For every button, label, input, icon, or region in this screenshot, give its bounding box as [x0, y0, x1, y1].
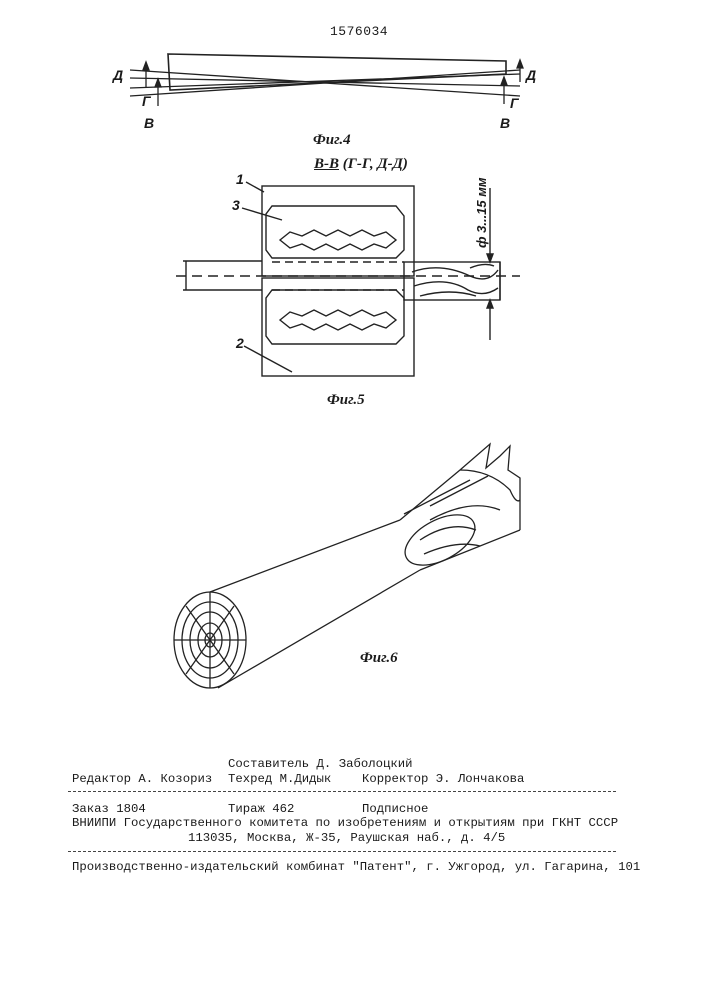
fig5-section-sub: (Г-Г, Д-Д): [343, 156, 408, 172]
fig5-caption: Фиг.5: [327, 392, 365, 409]
fig4-label-d-left: Д: [112, 67, 123, 83]
figure-6-drawing: [174, 444, 520, 688]
fig4-label-v-left: В: [144, 115, 154, 131]
fig4-label-g-left: Г: [142, 93, 152, 109]
imprint-organization: ВНИИПИ Государственного комитета по изоб…: [72, 816, 618, 831]
fig5-label-3: 3: [232, 197, 240, 213]
fig6-caption: Фиг.6: [360, 650, 398, 667]
fig4-label-g-right: Г: [510, 95, 520, 111]
fig5-section-main: В-В: [314, 156, 339, 172]
figure-5-drawing: [176, 182, 520, 376]
fig5-label-2: 2: [235, 335, 244, 351]
imprint-order: Заказ 1804: [72, 802, 146, 817]
fig4-label-d-right: Д: [525, 67, 536, 83]
fig5-diameter-label: ф 3...15 мм: [474, 177, 489, 248]
imprint-publisher: Производственно-издательский комбинат "П…: [72, 860, 640, 875]
imprint-techred: Техред М.Дидык: [228, 772, 331, 787]
fig4-caption: Фиг.4: [313, 132, 351, 149]
imprint-subscription: Подписное: [362, 802, 428, 817]
imprint-compiler: Составитель Д. Заболоцкий: [228, 757, 412, 772]
imprint-circulation: Тираж 462: [228, 802, 294, 817]
fig4-label-v-right: В: [500, 115, 510, 131]
divider-bottom: [68, 851, 616, 852]
imprint-address: 113035, Москва, Ж-35, Раушская наб., д. …: [188, 831, 505, 846]
imprint-editor: Редактор А. Козориз: [72, 772, 212, 787]
fig5-label-1: 1: [236, 171, 244, 187]
imprint-corrector: Корректор Э. Лончакова: [362, 772, 524, 787]
divider-top: [68, 791, 616, 792]
fig5-section-title: В-В (Г-Г, Д-Д): [314, 156, 408, 173]
